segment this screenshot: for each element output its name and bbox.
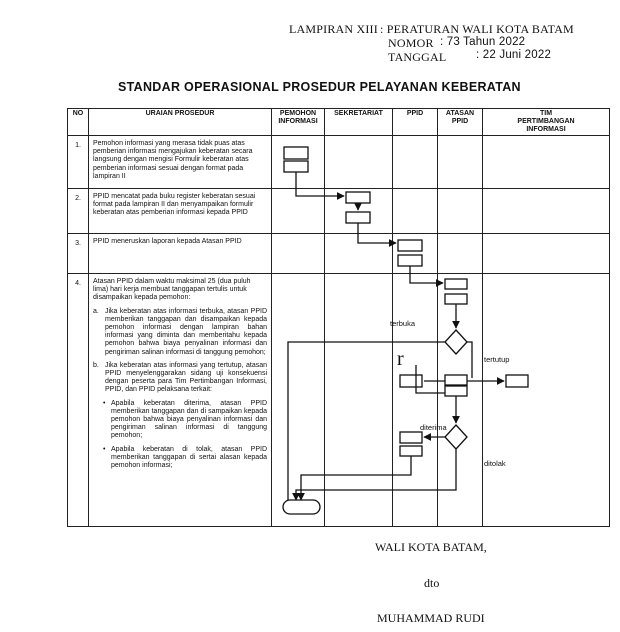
- lampiran-value: : PERATURAN WALI KOTA BATAM: [380, 22, 574, 36]
- col-uraian: URAIAN PROSEDUR: [88, 108, 272, 136]
- step2-sekretariat-box: [345, 191, 371, 204]
- tertutup-box-atasan: [444, 374, 468, 386]
- decision-diamond-2: [444, 424, 468, 450]
- stray-mark: r: [397, 348, 404, 370]
- step1-pemohon-box: [283, 146, 309, 160]
- row-text: PPID meneruskan laporan kepada Atasan PP…: [88, 233, 272, 274]
- signature-office: WALI KOTA BATAM,: [375, 540, 487, 554]
- decision-diamond-1: [444, 329, 468, 355]
- diterima-box: [399, 431, 423, 444]
- step3-ppid-box: [397, 239, 423, 252]
- label-ditolak: ditolak: [484, 459, 506, 468]
- document-title: STANDAR OPERASIONAL PROSEDUR PELAYANAN K…: [118, 80, 521, 94]
- label-terbuka: terbuka: [390, 319, 416, 328]
- nomor-label: NOMOR: [388, 36, 434, 50]
- end-terminator: [282, 499, 321, 515]
- table-row: 4. Atasan PPID dalam waktu maksimal 25 (…: [67, 273, 610, 527]
- col-sekretariat: SEKRETARIAT: [324, 108, 393, 136]
- label-tertutup: tertutup: [484, 355, 509, 364]
- tertutup-box-ppid: [399, 374, 423, 388]
- row-text: Pemohon informasi yang merasa tidak puas…: [88, 135, 272, 189]
- tertutup-box-atasan2: [444, 385, 468, 397]
- nomor-value: : 73 Tahun 2022: [440, 36, 526, 48]
- diterima-box2: [399, 445, 423, 457]
- step4-atasan-box2: [444, 293, 468, 305]
- label-diterima: diterima: [420, 423, 448, 432]
- tertutup-box-tim: [505, 374, 529, 388]
- tanggal-value: : 22 Juni 2022: [476, 49, 552, 61]
- lampiran-label: LAMPIRAN XIII: [289, 22, 378, 36]
- signature-name: MUHAMMAD RUDI: [377, 611, 485, 625]
- step1-pemohon-box2: [283, 160, 309, 173]
- table-row: 1. Pemohon informasi yang merasa tidak p…: [67, 135, 610, 189]
- step2-sekretariat-box2: [345, 211, 371, 224]
- step4-atasan-box: [444, 278, 468, 290]
- signature-dto: dto: [424, 576, 440, 590]
- row-text: Atasan PPID dalam waktu maksimal 25 (dua…: [88, 273, 272, 527]
- step3-ppid-box2: [397, 254, 423, 267]
- tanggal-label: TANGGAL: [388, 50, 447, 64]
- row-text: PPID mencatat pada buku register keberat…: [88, 188, 272, 234]
